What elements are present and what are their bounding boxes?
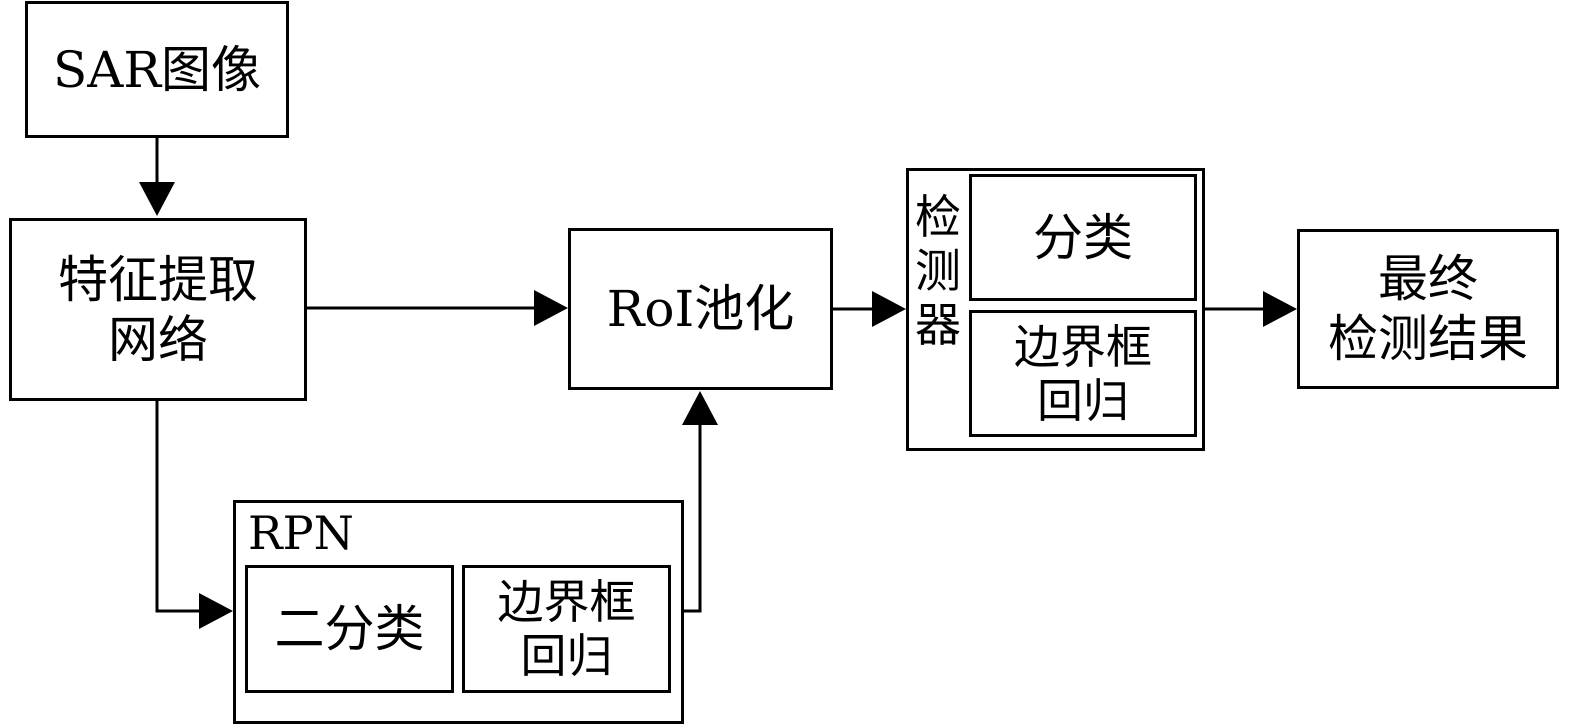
feature-extraction-label: 特征提取 网络 (58, 250, 258, 369)
rpn-classification-label: 二分类 (274, 600, 425, 658)
roi-pooling-label: RoI池化 (606, 280, 795, 338)
arrowhead-detector-in (872, 291, 906, 327)
detector-group (906, 168, 1205, 451)
rpn-bbox-regression-label: 边界框 回归 (497, 575, 636, 683)
sar-image-label: SAR图像 (52, 40, 261, 99)
arrowhead-roi-in (534, 290, 568, 326)
edge-rpn-to-roi (683, 425, 702, 613)
sar-image-node: SAR图像 (25, 1, 289, 138)
roi-pooling-node: RoI池化 (568, 228, 833, 390)
rpn-group (233, 500, 684, 724)
detector-bbox-regression-label: 边界框 回归 (1014, 319, 1152, 428)
edge-feature-to-rpn (155, 400, 199, 613)
rpn-classification-node: 二分类 (245, 565, 454, 693)
arrowhead-roi-bottom (682, 391, 718, 425)
final-result-node: 最终 检测结果 (1297, 229, 1559, 389)
detector-bbox-regression-node: 边界框 回归 (969, 310, 1197, 437)
arrowhead-rpn-in (199, 593, 233, 629)
final-result-label: 最终 检测结果 (1328, 250, 1528, 368)
arrowhead-result-in (1263, 291, 1297, 327)
detector-title: 检测器 (915, 190, 961, 352)
arrowhead-feature-in (139, 182, 175, 216)
rpn-title: RPN (248, 506, 354, 560)
feature-extraction-node: 特征提取 网络 (9, 218, 307, 401)
detector-classification-node: 分类 (969, 174, 1197, 301)
rpn-bbox-regression-node: 边界框 回归 (462, 565, 671, 693)
detector-classification-label: 分类 (1033, 208, 1133, 267)
